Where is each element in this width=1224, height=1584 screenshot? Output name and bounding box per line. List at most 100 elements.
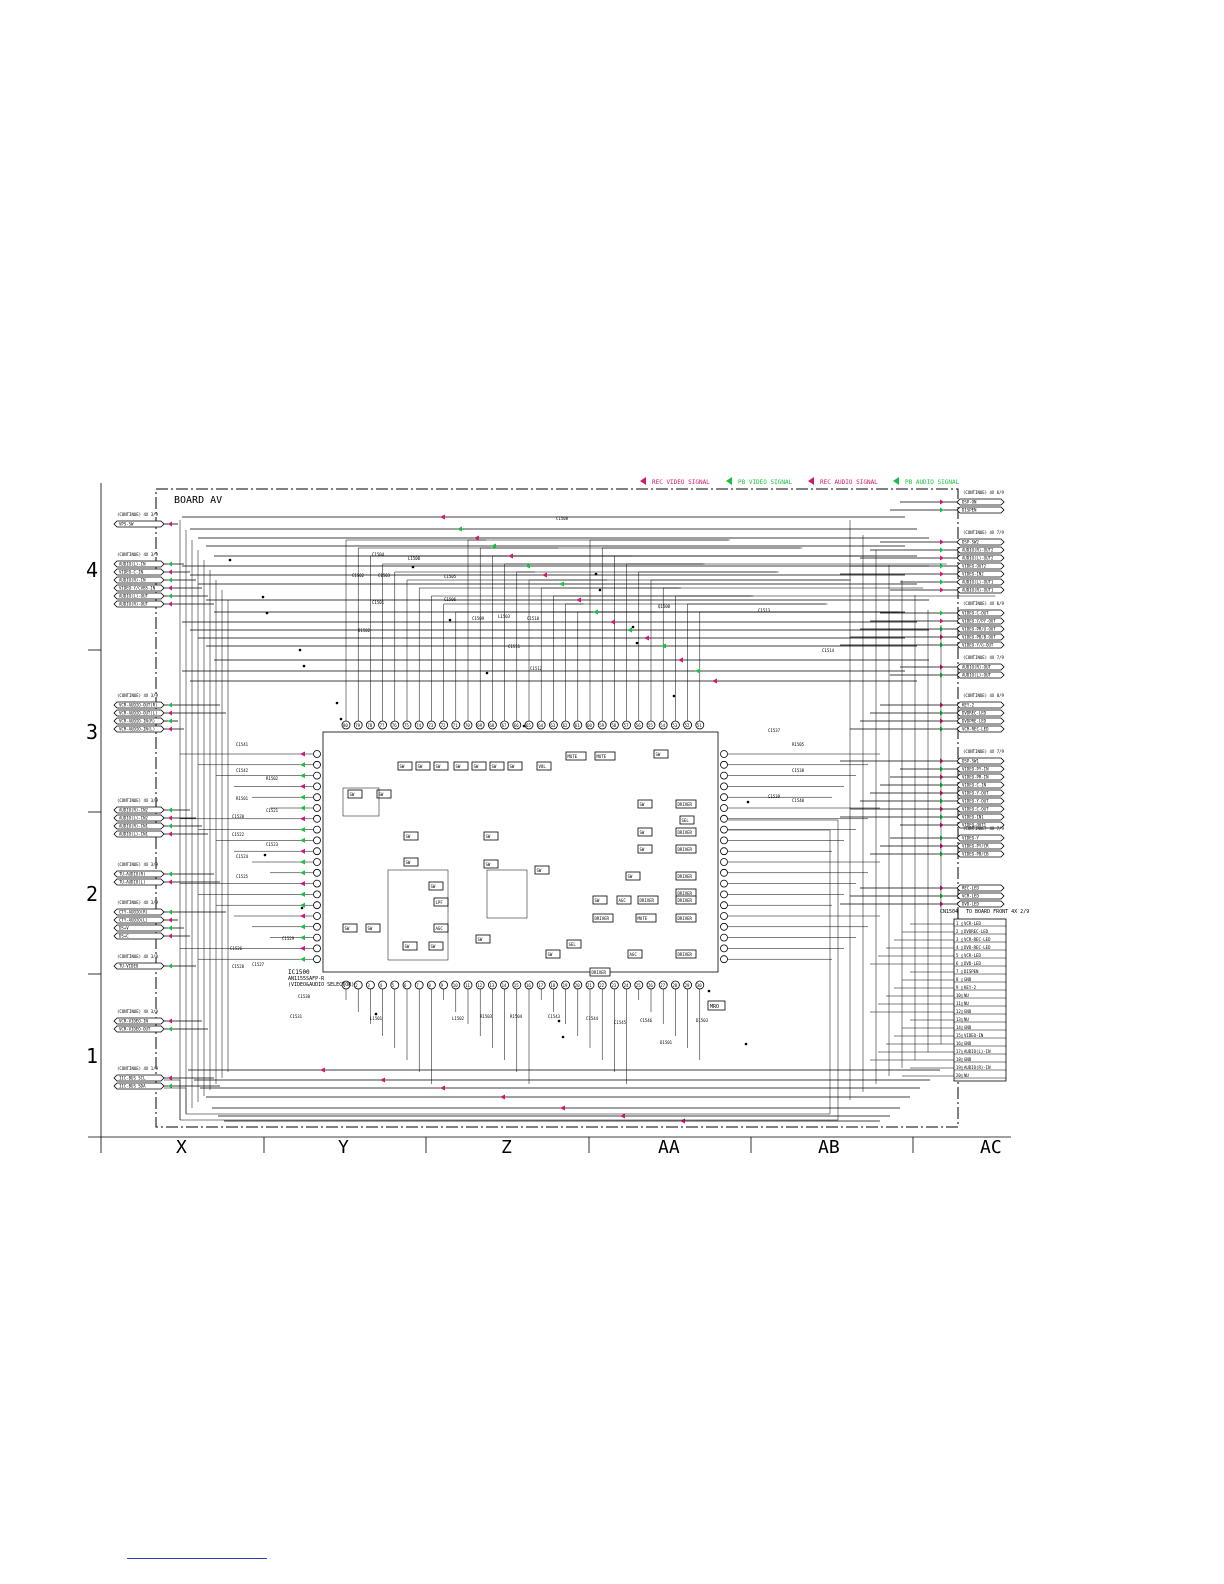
signal-arrow-icon	[300, 913, 305, 919]
ic-pin-left	[313, 933, 321, 942]
ic-pin-left	[313, 750, 321, 758]
left-connector-pin	[113, 576, 165, 584]
ic-internal-block	[675, 913, 697, 923]
ic-internal-block	[536, 761, 552, 771]
component-label: C1545	[614, 1020, 627, 1025]
ic-pin-top	[390, 720, 400, 730]
ic-pin-bottom	[634, 980, 644, 990]
cn1504-pin-signal: VCR-LED	[964, 953, 981, 958]
ic-internal-block	[594, 751, 616, 761]
signal-arrow-icon	[168, 815, 172, 821]
right-connector-pin	[956, 554, 1005, 562]
ic-pin-number: 64	[538, 723, 543, 728]
right-connector-pin	[956, 617, 1005, 625]
ic-internal-block	[616, 895, 632, 905]
ic-pin-right	[720, 868, 728, 877]
ic-pin-number: 68	[489, 723, 494, 728]
ic-pin-top	[500, 720, 510, 730]
cn1504-pin-signal: GND	[964, 1009, 972, 1014]
ic-pin-number: 2	[355, 983, 358, 988]
right-connector-pin	[956, 781, 1005, 789]
ic-pin-top	[365, 720, 375, 730]
ic-block-label: SW	[368, 926, 373, 931]
ic-pin-right	[720, 912, 728, 920]
ic1500-ref: IC1500	[288, 969, 310, 976]
cn1504-pin-number: 3	[956, 937, 959, 942]
left-connector-7: (CONTINUE) 4X 3/9VCR-VIDEO-INVCR-VIDEO-O…	[113, 1009, 165, 1033]
ic-pin-number: 67	[502, 723, 507, 728]
legend-rec-audio: REC AUDIO SIGNAL	[820, 479, 878, 486]
cn1504-pin-number: 5	[956, 953, 959, 958]
ic-pin-bottom	[536, 980, 546, 990]
ic-pin-number: 17	[538, 983, 543, 988]
right-connector-head: (CONTINUE) 4X 7/9	[963, 530, 1005, 535]
ic-pin-top	[524, 720, 534, 730]
ic-pin-number: 23	[611, 983, 616, 988]
ic-pin-number: 21	[587, 983, 592, 988]
ic-internal-block	[507, 761, 523, 771]
left-connector-5: (CONTINUE) 4X 3/9CTY-AUDIO(R)CTY-AUDIO(L…	[113, 900, 165, 940]
column-label-ac: AC	[980, 1137, 1002, 1158]
right-connector-pin	[956, 900, 1005, 908]
signal-arrow-icon	[457, 526, 462, 532]
left-connector-pin	[113, 560, 165, 568]
right-connector-pin	[956, 709, 1005, 717]
left-connector-pin	[113, 717, 165, 725]
ic-pin-top	[341, 720, 351, 730]
component-label: C1544	[586, 1016, 599, 1021]
left-connector-pin	[113, 568, 165, 576]
signal-arrow-icon	[940, 766, 944, 772]
right-connector-signal: AUDIO(L)-OUT1	[962, 580, 994, 585]
component-label: C1523	[266, 842, 279, 847]
cn1504-ref: CN1504	[940, 909, 958, 915]
junction-dot	[672, 694, 676, 698]
ic-block-label: MUTE	[568, 754, 578, 759]
column-label-aa: AA	[658, 1137, 680, 1158]
ic-internal-block	[428, 941, 444, 951]
right-connector-head: (CONTINUE) 4X 7/9	[963, 655, 1005, 660]
left-connector-4: (CONTINUE) 4X 3/9TU-AUDIO(R)TU-AUDIO(L)	[113, 862, 165, 886]
right-connector-signal: VIDEO-PR-IN	[962, 775, 989, 780]
cn1504-pin-number: 1	[956, 921, 959, 926]
component-label: C1528	[232, 964, 245, 969]
ic-block-label: AGC	[436, 926, 444, 931]
footer-link-underline[interactable]	[127, 1558, 267, 1559]
wire-network	[164, 499, 996, 1124]
ic-pin-bottom	[390, 980, 400, 990]
ic-internal-block	[565, 751, 587, 761]
left-connector-signal: TU-AUDIO(R)	[119, 872, 146, 877]
ic-pin-right	[720, 858, 728, 866]
ic-pin-number: 71	[453, 723, 458, 728]
ic-pin-number: 63	[550, 723, 555, 728]
right-connector-signal: DSP-ON	[962, 500, 977, 505]
ic-pin-top	[695, 720, 705, 730]
component-label: C1546	[640, 1018, 653, 1023]
signal-arrow-icon	[940, 507, 944, 513]
signal-arrow-icon	[168, 963, 172, 969]
cn1504-pin-number: 12	[956, 1009, 961, 1014]
component-label: C1538	[792, 768, 805, 773]
component-label: C1505	[444, 574, 457, 579]
cn1504-pin-number: 11	[956, 1001, 961, 1006]
ic-internal-block	[403, 831, 419, 841]
component-label: C1525	[236, 874, 249, 879]
left-connector-pin	[113, 814, 165, 822]
right-connector-head: (CONTINUE) 4X 7/9	[963, 749, 1005, 754]
signal-arrow-icon	[661, 643, 666, 649]
ic-pin-left	[313, 771, 321, 780]
ic-pin-top	[487, 720, 497, 730]
component-label: L1500	[408, 556, 421, 561]
column-label-y: Y	[338, 1137, 349, 1158]
junction-dot	[298, 648, 302, 652]
signal-arrow-icon	[940, 499, 944, 505]
ic-block-label: DRIVER	[678, 898, 693, 903]
component-label: L1503	[498, 614, 511, 619]
row-label-1: 1	[86, 1044, 98, 1068]
right-connector-pin	[956, 834, 1005, 842]
ic-pin-left	[313, 836, 321, 845]
component-label: R1503	[480, 1014, 493, 1019]
right-connector-pin	[956, 821, 1005, 829]
ic-internal-block	[365, 923, 381, 933]
ic-internal-block	[534, 865, 550, 875]
